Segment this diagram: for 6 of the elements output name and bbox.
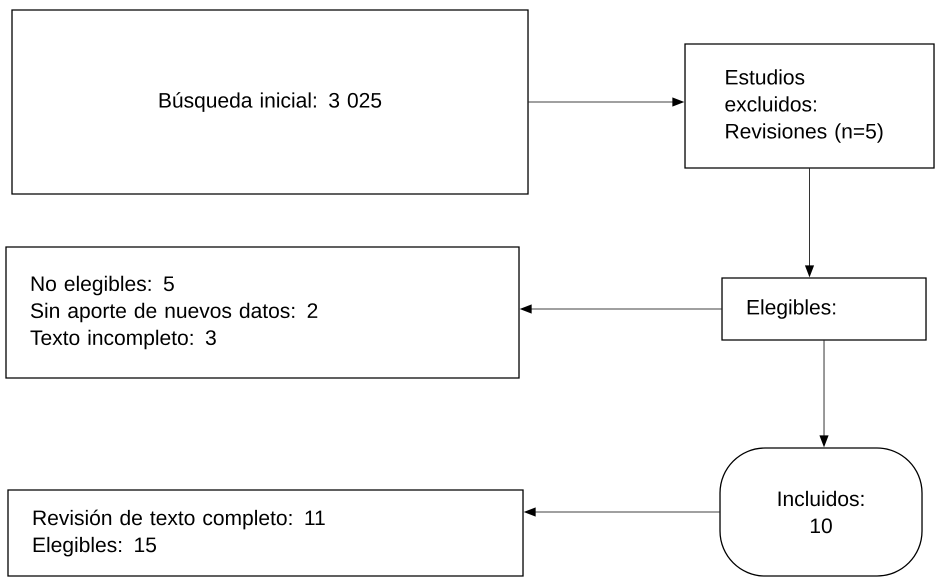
process-box: No elegibles: 5 Sin aporte de nuevos datos: 2 Texto incompleto: 3 — [5, 246, 520, 379]
process-box: Elegibles: — [721, 277, 927, 341]
terminal-box: Incluidos: 10 — [719, 447, 923, 577]
process-box: Revisión de texto completo: 11 Elegibles: 15 — [7, 489, 524, 577]
process-box: Estudios excluidos: Revisiones (n=5) — [684, 43, 935, 169]
process-box: Búsqueda inicial: 3 025 — [11, 9, 529, 195]
